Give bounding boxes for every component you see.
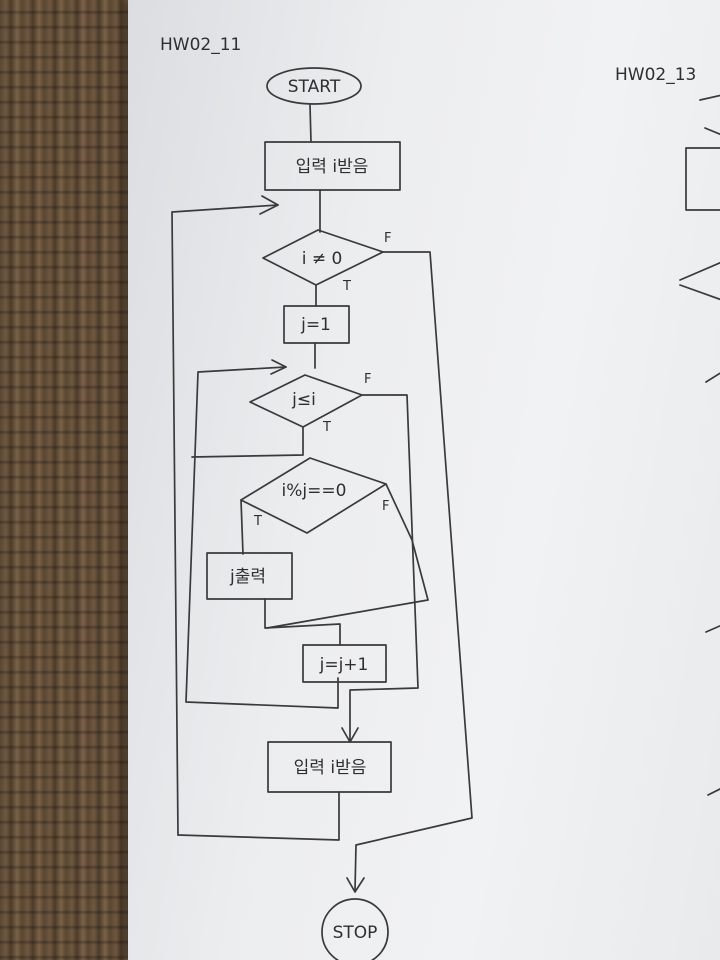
inner-loop-back-line <box>185 366 339 709</box>
inner-false-line-to-input <box>349 394 419 741</box>
outer-loop-back-line <box>171 204 279 836</box>
print-to-increment-line <box>264 598 341 646</box>
mod-true-label: T <box>253 514 262 529</box>
increment-j-label: j=j+1 <box>319 655 369 675</box>
input-again-box <box>267 741 392 793</box>
outer-true-label: T <box>342 279 351 294</box>
mod-false-label: F <box>382 499 389 514</box>
right-partial-diamond-4 <box>705 624 720 633</box>
stop-terminal <box>321 898 389 960</box>
outer-decision-label: i ≠ 0 <box>302 249 343 269</box>
stop-arrowhead <box>346 877 365 893</box>
start-terminal <box>266 67 362 105</box>
print-j-box <box>206 552 293 600</box>
right-partial-start <box>699 94 720 136</box>
init-j-box <box>283 305 350 344</box>
title-hw02-13: HW02_13 <box>615 65 696 85</box>
outer-false-label: F <box>384 231 391 246</box>
inner-decision-label: j≤i <box>291 390 316 410</box>
wooden-table-background <box>0 0 142 960</box>
inner-true-label: T <box>322 420 331 435</box>
start-label: START <box>288 77 341 97</box>
init-j-label: j=1 <box>300 315 331 335</box>
increment-j-box <box>302 644 387 683</box>
input-process-label: 입력 i받음 <box>296 157 369 177</box>
mod-true-line <box>240 499 244 555</box>
mod-decision-label: i%j==0 <box>282 481 347 501</box>
right-partial-diamond-2 <box>679 284 720 301</box>
inner-loop-arrowhead <box>270 359 287 375</box>
outer-loop-arrowhead <box>259 195 279 215</box>
mod-false-line <box>266 483 429 629</box>
right-partial-diamond-5 <box>707 788 720 796</box>
right-partial-diamond-3 <box>705 372 720 383</box>
print-j-label: j출력 <box>229 567 266 587</box>
arrow-start-to-input <box>309 104 312 143</box>
title-hw02-11: HW02_11 <box>160 35 241 55</box>
right-partial-diamond-1 <box>679 261 720 281</box>
inner-false-label: F <box>364 372 371 387</box>
stop-label: STOP <box>333 923 378 943</box>
right-partial-box <box>685 147 720 211</box>
outer-false-line-to-stop <box>354 251 473 891</box>
input-again-to-outer-loop <box>177 791 340 841</box>
input-again-label: 입력 i받음 <box>294 758 367 778</box>
input-process-box <box>264 141 401 191</box>
inner-true-line <box>191 426 304 458</box>
paper-sheet <box>128 0 720 960</box>
